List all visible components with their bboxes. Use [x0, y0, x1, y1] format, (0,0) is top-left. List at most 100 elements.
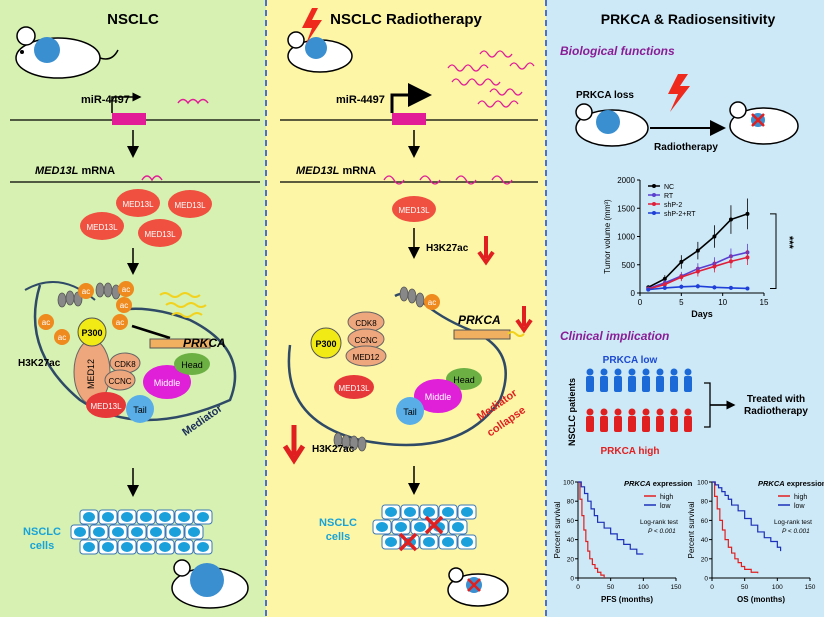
prkca-gene [149, 338, 211, 349]
data-point [695, 284, 700, 289]
svg-text:Tail: Tail [403, 407, 417, 417]
cell-nucleus [452, 522, 464, 532]
legend-label: shP-2+RT [664, 211, 696, 218]
person-head [614, 368, 622, 376]
cell-nucleus [102, 512, 114, 522]
data-point [712, 264, 717, 269]
irradiated-mouse-icon [287, 8, 353, 73]
mirna-cluster [447, 50, 535, 108]
person-body [586, 416, 594, 432]
y-tick-label: 1000 [617, 233, 635, 242]
y-tick-label: 60 [567, 518, 575, 525]
person-head [642, 368, 650, 376]
down-arrow-h3k27ac-bottom [282, 425, 306, 465]
mouse-with-tumor-icon [171, 559, 249, 609]
svg-text:CCNC: CCNC [354, 336, 377, 345]
legend-marker [652, 193, 656, 197]
y-tick-label: 1500 [617, 204, 635, 213]
cell-nucleus [423, 507, 435, 517]
y-tick-label: 40 [701, 537, 709, 544]
x-tick-label: 100 [772, 584, 783, 591]
logrank-label: Log-rank test [774, 519, 812, 526]
prkca-loss-label: PRKCA loss [576, 90, 634, 101]
h3k27ac-label: H3K27ac [18, 358, 61, 369]
mirna-label-rt: miR-4497 [336, 94, 385, 106]
prkca-gene-rt [453, 329, 511, 340]
mouse-icon [15, 26, 119, 79]
person-body [684, 376, 692, 392]
nsclc-cell-cluster-rt [372, 504, 477, 552]
cell-nucleus [423, 537, 435, 547]
pvalue-label: P < 0.001 [648, 528, 676, 535]
svg-text:ac: ac [42, 318, 50, 327]
promoter-arrow-rt [390, 83, 432, 113]
svg-text:MED13L: MED13L [90, 402, 122, 411]
svg-text:CDK8: CDK8 [114, 360, 136, 369]
person-head [656, 368, 664, 376]
acetyl-mark-rt-label: ac [428, 298, 436, 307]
significance-label: *** [783, 236, 795, 250]
legend-label: shP-2 [664, 202, 682, 209]
data-point [695, 269, 700, 274]
person-body [628, 376, 636, 392]
cell-nucleus [442, 507, 454, 517]
survival-curve [578, 481, 605, 578]
person-head [628, 368, 636, 376]
cells-label-line2: cells [30, 540, 54, 552]
biological-functions-heading: Biological functions [560, 44, 675, 58]
person-head [614, 408, 622, 416]
x-axis-label: Days [691, 309, 713, 319]
data-point [728, 285, 733, 290]
data-point [712, 234, 717, 239]
person-body [642, 376, 650, 392]
cell-nucleus [442, 537, 454, 547]
y-tick-label: 40 [567, 537, 575, 544]
cell-nucleus [83, 542, 95, 552]
mirna-bound [141, 175, 163, 182]
panel-radiosensitivity-bg [546, 0, 824, 617]
svg-text:MED12: MED12 [86, 359, 96, 389]
cell-nucleus [178, 542, 190, 552]
x-tick-label: 0 [638, 298, 643, 307]
mediator-complex: MED12 P300 CDK8 CCNC MED13L Tail Middle … [73, 317, 210, 423]
y-tick-label: 100 [563, 480, 574, 487]
pvalue-label: P < 0.001 [782, 528, 810, 535]
cell-nucleus [395, 522, 407, 532]
y-tick-label: 0 [570, 576, 574, 583]
svg-text:Middle: Middle [154, 378, 181, 388]
panel-radiotherapy-title: NSCLC Radiotherapy [330, 11, 482, 28]
legend-label: low [660, 503, 671, 510]
data-point [745, 211, 750, 216]
survival-curve [578, 481, 644, 555]
svg-text:P300: P300 [81, 328, 102, 338]
data-point [679, 284, 684, 289]
data-point [745, 255, 750, 260]
cell-nucleus [131, 527, 143, 537]
person-body [614, 416, 622, 432]
x-axis-label: PFS (months) [601, 595, 653, 604]
legend-label: high [794, 494, 807, 501]
y-tick-label: 0 [704, 576, 708, 583]
y-tick-label: 20 [701, 556, 709, 563]
legend-title-suffix: expression [785, 479, 824, 488]
person-head [628, 408, 636, 416]
person-head [586, 408, 594, 416]
svg-text:MED13L: MED13L [174, 201, 206, 210]
person-body [628, 416, 636, 432]
radiation-bolt-icon [302, 8, 322, 44]
legend-title: PRKCA expression [624, 479, 693, 488]
svg-text:ac: ac [120, 301, 128, 310]
x-tick-label: 5 [679, 298, 684, 307]
mrna-label: MED13L mRNA [35, 165, 115, 177]
data-point [745, 286, 750, 291]
y-tick-label: 20 [567, 556, 575, 563]
data-point [679, 275, 684, 280]
svg-text:Tail: Tail [133, 405, 147, 415]
disassembled-mediator: P300 CDK8 CCNC MED12 MED13L Head Middle … [310, 311, 482, 425]
y-tick-label: 100 [697, 480, 708, 487]
svg-text:ac: ac [82, 287, 90, 296]
cell-nucleus [102, 542, 114, 552]
